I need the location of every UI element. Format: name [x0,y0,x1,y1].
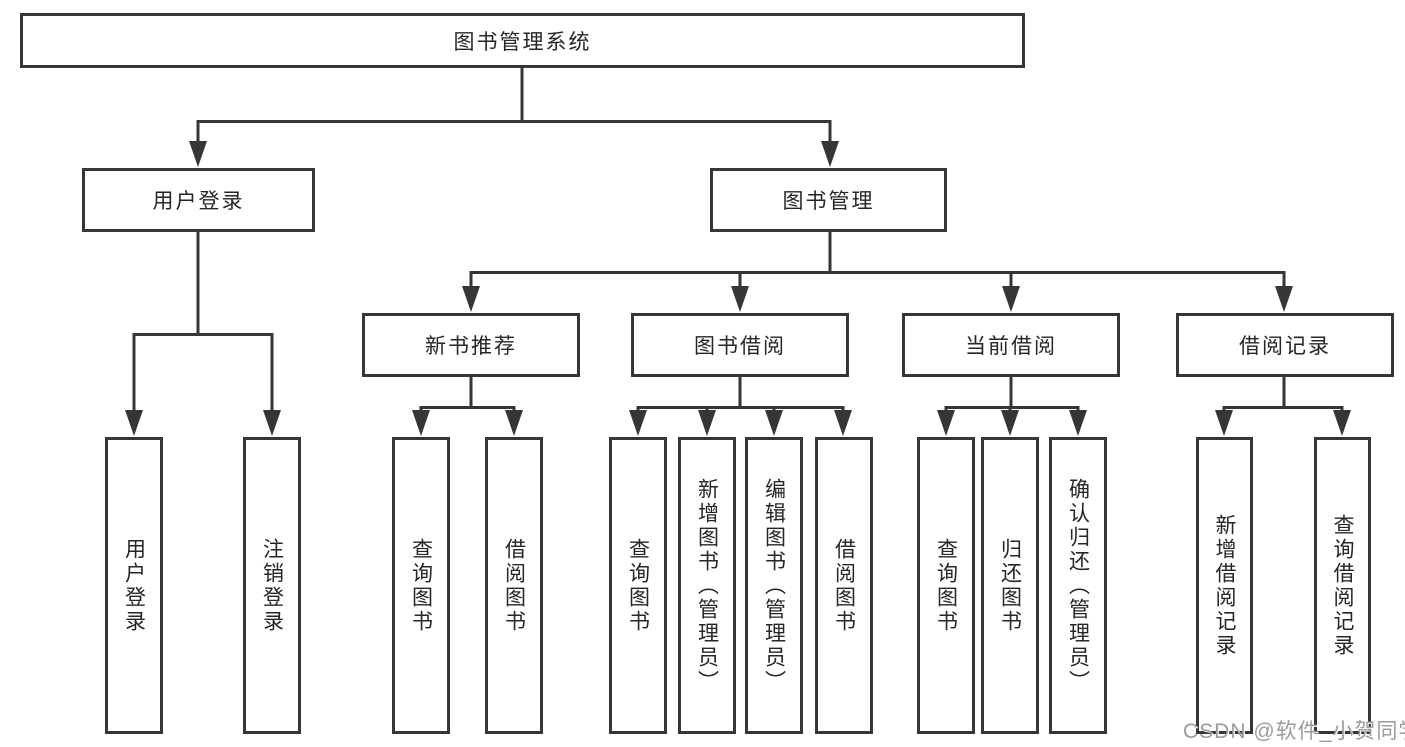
arrowhead [1333,410,1351,436]
connector-root [196,68,832,144]
watermark: CSDN @软件_小贺同学 [1183,720,1405,743]
connector-new-book-recommend [419,377,516,413]
arrowhead [505,410,523,436]
arrowhead [698,410,716,436]
arrowhead [1001,410,1019,436]
arrowhead [189,141,207,167]
arrowheads [125,141,1351,436]
arrowhead [1002,286,1020,312]
node-return-book: 归还图书 [981,437,1039,734]
node-book-borrow: 图书借阅 [631,313,849,377]
arrowhead [937,410,955,436]
arrowhead [1275,286,1293,312]
node-borrow-books-leaf: 借阅图书 [815,437,873,734]
node-root: 图书管理系统 [20,13,1025,68]
arrowhead [125,410,143,436]
node-borrow-records: 借阅记录 [1176,313,1394,377]
arrowhead [462,286,480,312]
node-logout-leaf: 注销登录 [243,437,301,734]
connector-book-borrow [636,377,845,413]
node-add-book-admin: 新增图书（管理员） [678,437,736,734]
connector-borrow-records [1222,377,1344,413]
connector-lines [132,68,1344,413]
arrowhead [1215,410,1233,436]
node-add-borrow-record: 新增借阅记录 [1196,437,1253,734]
node-query-borrow-record: 查询借阅记录 [1314,437,1371,734]
connector-current-borrow [944,377,1080,413]
arrowhead [263,410,281,436]
node-query-books-recommend: 查询图书 [392,437,450,734]
node-current-borrow: 当前借阅 [902,313,1120,377]
node-user-login: 用户登录 [82,168,315,232]
node-book-management: 图书管理 [710,168,947,232]
connector-user-login [132,232,274,412]
arrowhead [412,410,430,436]
arrowhead [629,410,647,436]
connector-book-management [469,232,1286,289]
node-edit-book-admin: 编辑图书（管理员） [745,437,803,734]
node-confirm-return-admin: 确认归还（管理员） [1049,437,1107,734]
node-query-books-current: 查询图书 [917,437,975,734]
arrowhead [731,286,749,312]
node-user-login-leaf: 用户登录 [105,437,163,734]
arrowhead [1069,410,1087,436]
node-query-books-borrow: 查询图书 [609,437,667,734]
arrowhead [821,141,839,167]
arrowhead [765,410,783,436]
node-borrow-books-recommend: 借阅图书 [485,437,543,734]
node-new-book-recommend: 新书推荐 [362,313,580,377]
arrowhead [834,410,852,436]
